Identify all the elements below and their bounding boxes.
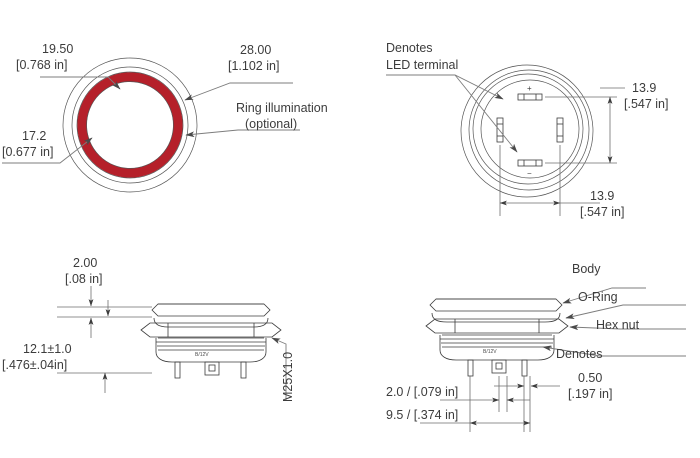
- terminal-pad-positive: +: [517, 84, 543, 101]
- pad-minus-rect: [517, 159, 543, 167]
- pin-gap-metric: 0.50: [578, 371, 602, 385]
- oring-label: O-Ring: [578, 290, 618, 304]
- rear-view: + − Denotes LED terminal: [386, 41, 668, 219]
- pin-center-block: [204, 361, 220, 376]
- leader-oring: [565, 304, 686, 319]
- thread-label: M25X1.0: [281, 352, 295, 402]
- pin-gap-imperial: [.197 in]: [568, 387, 612, 401]
- plus-symbol: +: [527, 84, 532, 93]
- rear-vertical-imperial: [.547 in]: [624, 97, 668, 111]
- leader-ring-inner: [2, 137, 93, 164]
- hex-nut-outline: [140, 322, 282, 338]
- bezel-flange: [153, 317, 269, 328]
- rear-vertical-metric: 13.9: [632, 81, 656, 95]
- ring-illumination-label: Ring illumination: [236, 101, 328, 115]
- ring-illumination-optional: (optional): [245, 117, 297, 131]
- rear-outer-circle: [460, 64, 594, 198]
- front-outer-diameter-imperial: [1.102 in]: [228, 59, 279, 73]
- bezel-height-imperial: [.08 in]: [65, 272, 103, 286]
- denotes-led-line1: Denotes: [386, 41, 433, 55]
- front-outer-diameter-metric: 28.00: [240, 43, 271, 57]
- leader-ring-note: [185, 129, 300, 138]
- pad-left-rect: [496, 117, 504, 143]
- side-view-dimensions: B/12V M25X1.0 2.00 [.08 in] 12.1±1.0 [.4…: [2, 256, 295, 402]
- terminal-marking-left: B/12V: [195, 352, 209, 358]
- r-pin-center-hole: [495, 362, 503, 370]
- rear-horizontal-imperial: [.547 in]: [580, 205, 624, 219]
- leader-led-terminal-1: [386, 74, 504, 100]
- terminal-pad-right: [556, 117, 564, 143]
- pin-center-hole: [208, 364, 216, 372]
- bezel-height-metric: 2.00: [73, 256, 97, 270]
- body-height-imperial: [.476±.04in]: [2, 358, 67, 372]
- denotes-label: Denotes: [556, 347, 603, 361]
- front-ring-outer-metric: 19.50: [42, 42, 73, 56]
- denotes-led-line2: LED terminal: [386, 58, 458, 72]
- side-view-callouts: B/12V Body O-Ring Hex nut Denotes: [386, 262, 686, 432]
- pad-plus-rect: [517, 93, 543, 101]
- front-view: 19.50 [0.768 in] 28.00 [1.102 in] 17.2 […: [2, 42, 328, 193]
- terminal-pad-left: [496, 117, 504, 143]
- front-ring-outer-imperial: [0.768 in]: [16, 58, 67, 72]
- terminal-pad-negative: −: [517, 159, 543, 178]
- front-ring-inner-imperial: [0.677 in]: [2, 145, 53, 159]
- pin-spacing-label: 9.5 / [.374 in]: [386, 408, 458, 422]
- pin-thickness-label: 2.0 / [.079 in]: [386, 385, 458, 399]
- front-second-circle: [71, 66, 189, 184]
- body-height-metric: 12.1±1.0: [23, 342, 72, 356]
- leader-outer-diameter: [184, 82, 293, 101]
- r-pin-center-block: [491, 359, 507, 374]
- leader-denotes: [542, 345, 686, 357]
- rear-circle-3: [472, 73, 584, 185]
- leader-ring-outer: [40, 76, 121, 90]
- body-label: Body: [572, 262, 601, 276]
- front-ring-inner-metric: 17.2: [22, 129, 46, 143]
- terminal-marking-right: B/12V: [483, 349, 497, 355]
- leader-led-terminal-2: [454, 74, 518, 153]
- pad-right-rect: [556, 117, 564, 143]
- pin-right: [240, 361, 247, 379]
- ring-inner-edge: [86, 81, 174, 169]
- r-hex-nut-outline: [425, 318, 569, 334]
- pin-left: [174, 361, 181, 379]
- leader-hexnut: [569, 324, 686, 331]
- ring-outer-edge: [76, 71, 184, 179]
- o-ring-shape: [431, 312, 561, 323]
- rear-circle-2: [468, 69, 590, 191]
- rear-horizontal-metric: 13.9: [590, 189, 614, 203]
- leader-body: [562, 287, 646, 304]
- r-pin-right: [521, 359, 528, 377]
- r-pin-left: [467, 359, 474, 377]
- illumination-ring: [77, 72, 183, 178]
- bezel-plate: [151, 303, 271, 317]
- r-bezel-plate: [429, 298, 563, 312]
- rear-circle-4: [480, 79, 580, 179]
- front-outer-circle: [62, 57, 198, 193]
- hexnut-label: Hex nut: [596, 318, 640, 332]
- leader-thread-callout: [271, 337, 287, 400]
- minus-symbol: −: [527, 169, 532, 178]
